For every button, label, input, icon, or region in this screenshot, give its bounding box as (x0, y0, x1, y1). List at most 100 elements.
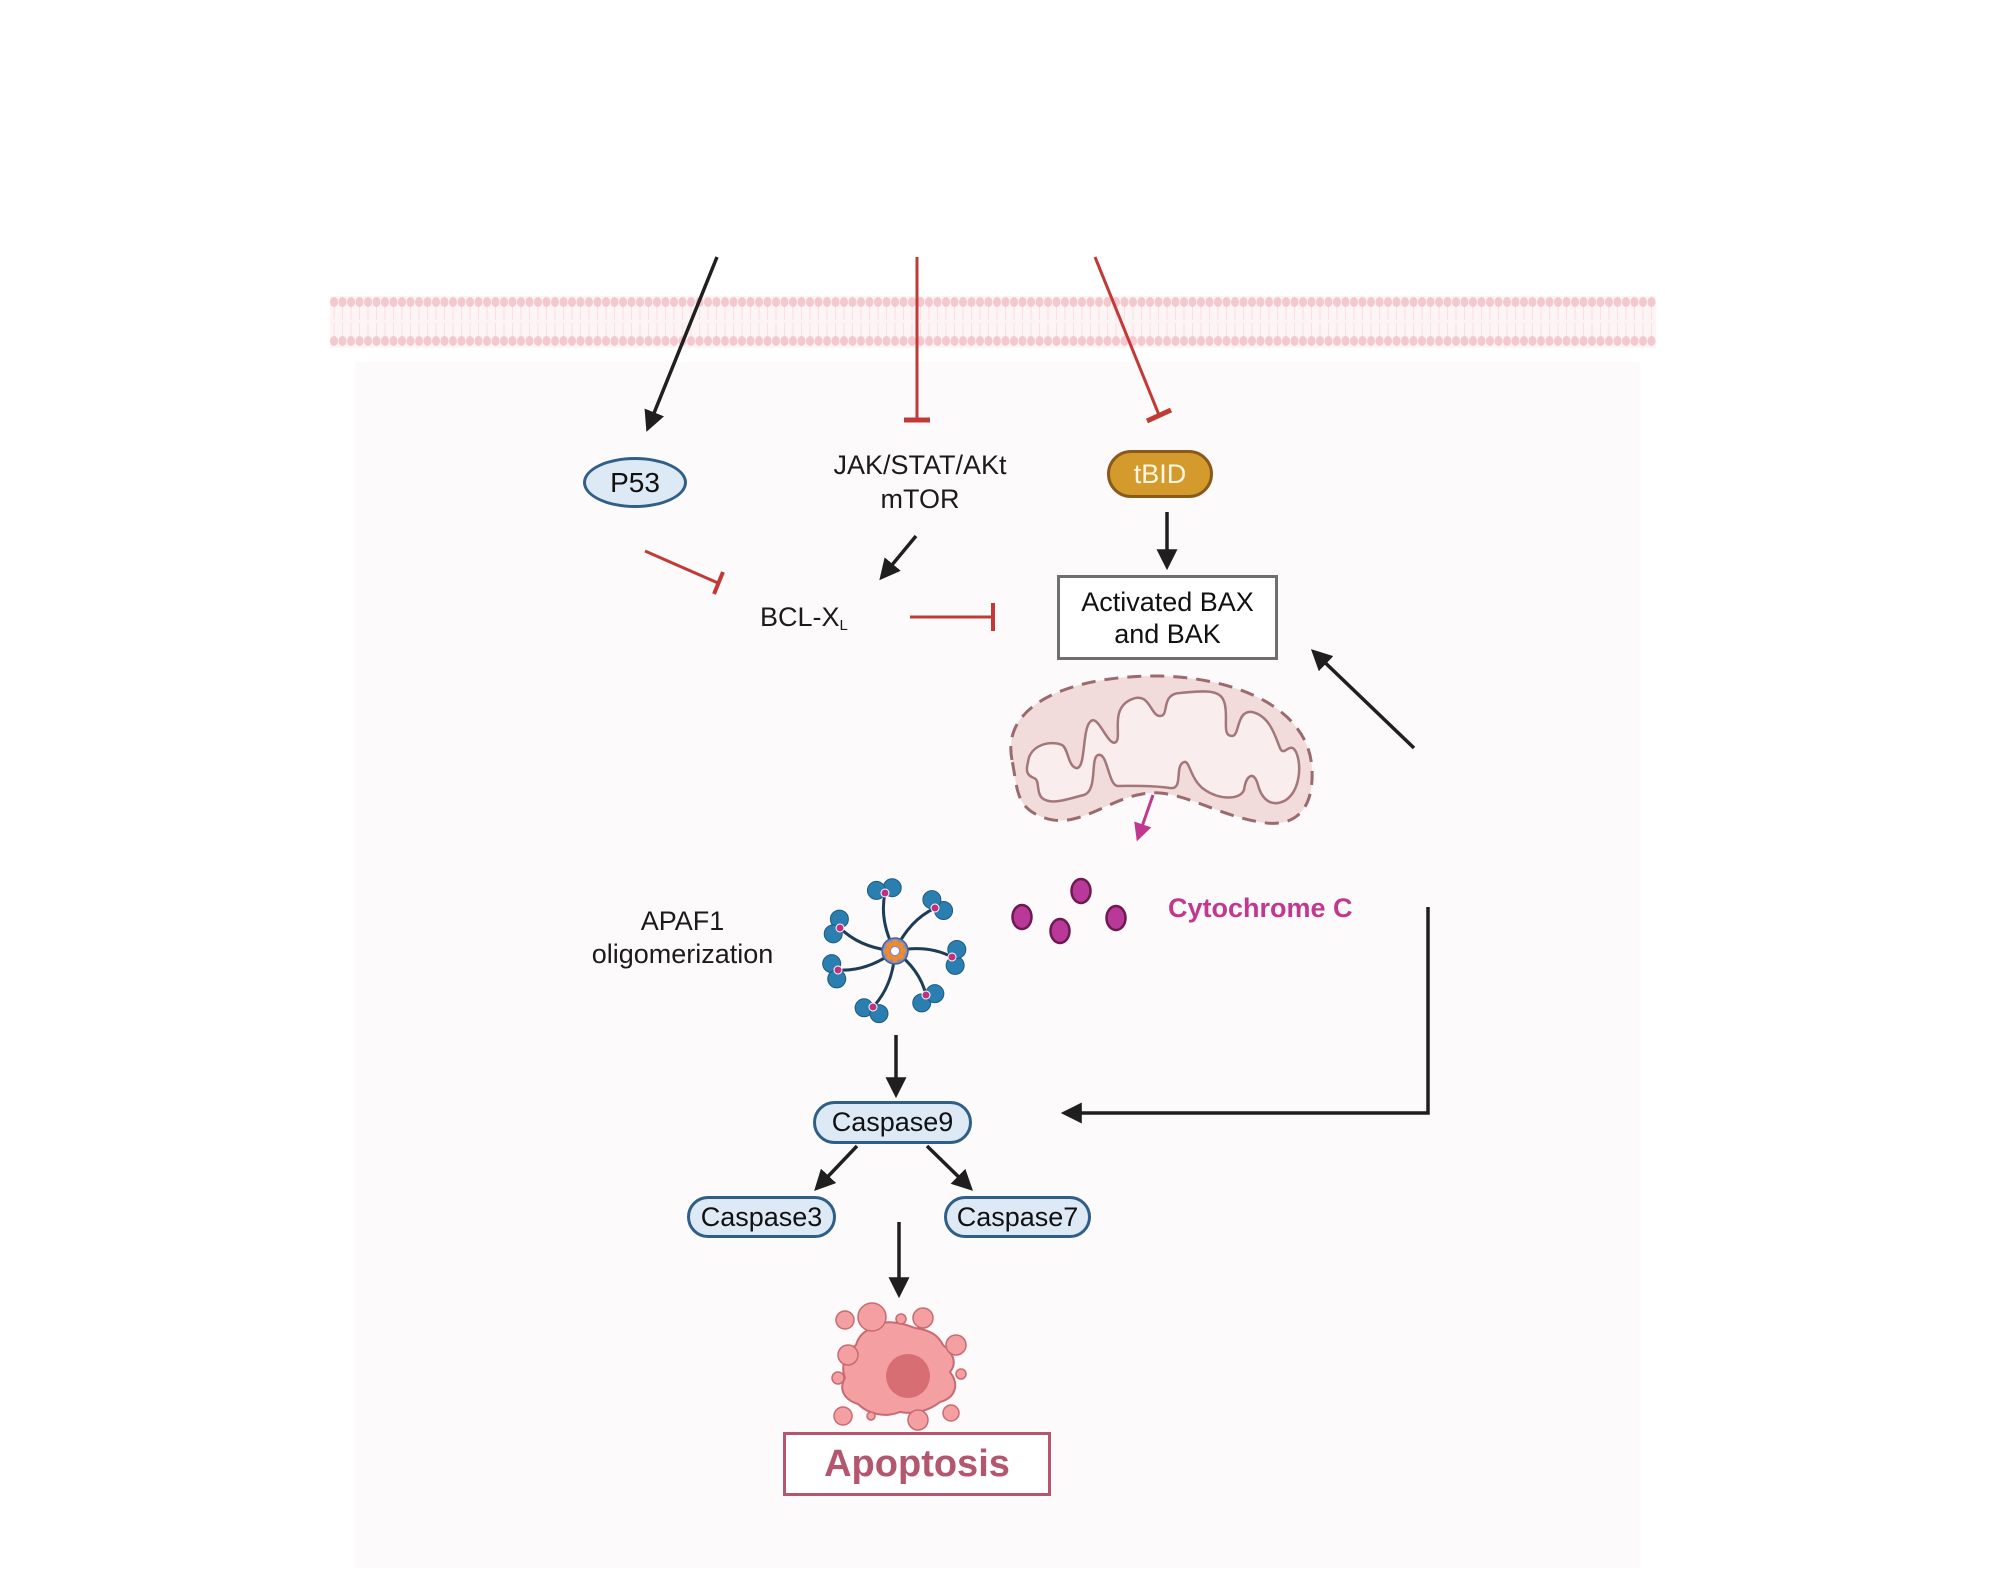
lipid-head (959, 297, 967, 307)
lipid-head (551, 336, 559, 346)
lipid-head (1647, 297, 1656, 307)
lipid-head (763, 336, 772, 346)
lipid-head (772, 297, 780, 307)
lipid-head (517, 336, 525, 346)
lipid-head (1511, 336, 1520, 346)
lipid-head (653, 297, 661, 307)
lipid-head (1426, 336, 1435, 346)
apoptosome-core-bead (886, 942, 893, 949)
lipid-head (763, 297, 772, 307)
lipid-head (372, 297, 381, 307)
lipid-head (636, 297, 644, 307)
lipid-head (1588, 297, 1596, 307)
lipid-head (508, 336, 517, 346)
lipid-head (1358, 336, 1367, 346)
lipid-head (1613, 336, 1622, 346)
lipid-head (1452, 297, 1460, 307)
lipid-head (585, 297, 593, 307)
bax-label-line2: and BAK (1114, 618, 1221, 649)
lipid-head (1256, 336, 1265, 346)
lipid-head (1409, 336, 1418, 346)
lipid-head (865, 297, 874, 307)
lipid-head (755, 336, 763, 346)
lipid-head (984, 297, 993, 307)
lipid-head (1350, 336, 1358, 346)
lipid-head (1435, 297, 1443, 307)
activation-arrow-jak-to-bcl (879, 534, 918, 581)
lipid-head (1052, 297, 1061, 307)
membrane-band (330, 296, 1656, 348)
lipid-head (491, 297, 500, 307)
lipid-head (1197, 297, 1205, 307)
lipid-head (1647, 336, 1656, 346)
apoptosome-core-bead (899, 947, 907, 955)
apoptosome-icon (822, 878, 967, 1024)
lipid-head (1613, 297, 1622, 307)
lipid-head (848, 336, 857, 346)
lipid-head (1214, 297, 1222, 307)
lipid-head (1477, 297, 1486, 307)
lipid-head (857, 297, 865, 307)
lipid-head (534, 336, 542, 346)
lipid-head (1052, 336, 1061, 346)
lipid-head (415, 297, 423, 307)
lipid-head (908, 336, 916, 346)
lipid-head (891, 297, 899, 307)
lipid-head (1545, 297, 1554, 307)
lipid-head (1605, 297, 1613, 307)
lipid-head (381, 336, 389, 346)
lipid-head (814, 336, 823, 346)
cytochrome-c-dot (1070, 877, 1092, 905)
lipid-head (1290, 336, 1299, 346)
lipid-head (1078, 297, 1086, 307)
lipid-head (993, 336, 1001, 346)
lipid-head (976, 297, 984, 307)
lipid-head (874, 297, 882, 307)
lipid-head (466, 336, 474, 346)
lipid-head (644, 336, 653, 346)
lipid-head (406, 336, 415, 346)
lipid-head (1316, 297, 1324, 307)
lipid-head (542, 297, 551, 307)
lipid-head (559, 297, 568, 307)
lipid-head (1562, 297, 1571, 307)
lipid-head (661, 297, 670, 307)
lipid-head (534, 297, 542, 307)
lipid-head (874, 336, 882, 346)
lipid-head (1086, 297, 1095, 307)
lipid-head (347, 336, 355, 346)
lipid-head (1282, 297, 1290, 307)
activation-arrow-caspase9-to-caspase3 (814, 1144, 859, 1192)
p53-label: P53 (610, 466, 660, 498)
lipid-head (1205, 336, 1214, 346)
lipid-head (1639, 297, 1647, 307)
lipid-head (1622, 336, 1630, 346)
lipid-head (1265, 297, 1273, 307)
apoptosis-label: Apoptosis (824, 1442, 1010, 1485)
lipid-head (1486, 297, 1494, 307)
cytochrome-c-dot (1105, 904, 1127, 932)
lipid-head (1443, 297, 1452, 307)
lipid-head (610, 297, 619, 307)
lipid-head (1137, 297, 1146, 307)
lipid-head (619, 297, 627, 307)
lipid-head (721, 297, 729, 307)
caspase3-label: Caspase3 (700, 1201, 823, 1232)
lipid-head (1477, 336, 1486, 346)
lipid-head (687, 297, 695, 307)
lipid-head (1239, 297, 1248, 307)
lipid-head (1188, 297, 1197, 307)
lipid-head (517, 297, 525, 307)
lipid-head (1001, 297, 1010, 307)
lipid-head (1197, 336, 1205, 346)
lipid-head (1384, 336, 1392, 346)
activation-arrow-to-p53 (644, 256, 719, 432)
lipid-head (1571, 336, 1579, 346)
lipid-head (432, 297, 440, 307)
tbid-label: tBID (1133, 458, 1187, 489)
lipid-head (398, 297, 406, 307)
lipid-head (1222, 297, 1231, 307)
caspase3-node: Caspase3 (687, 1196, 836, 1238)
lipid-head (755, 297, 763, 307)
